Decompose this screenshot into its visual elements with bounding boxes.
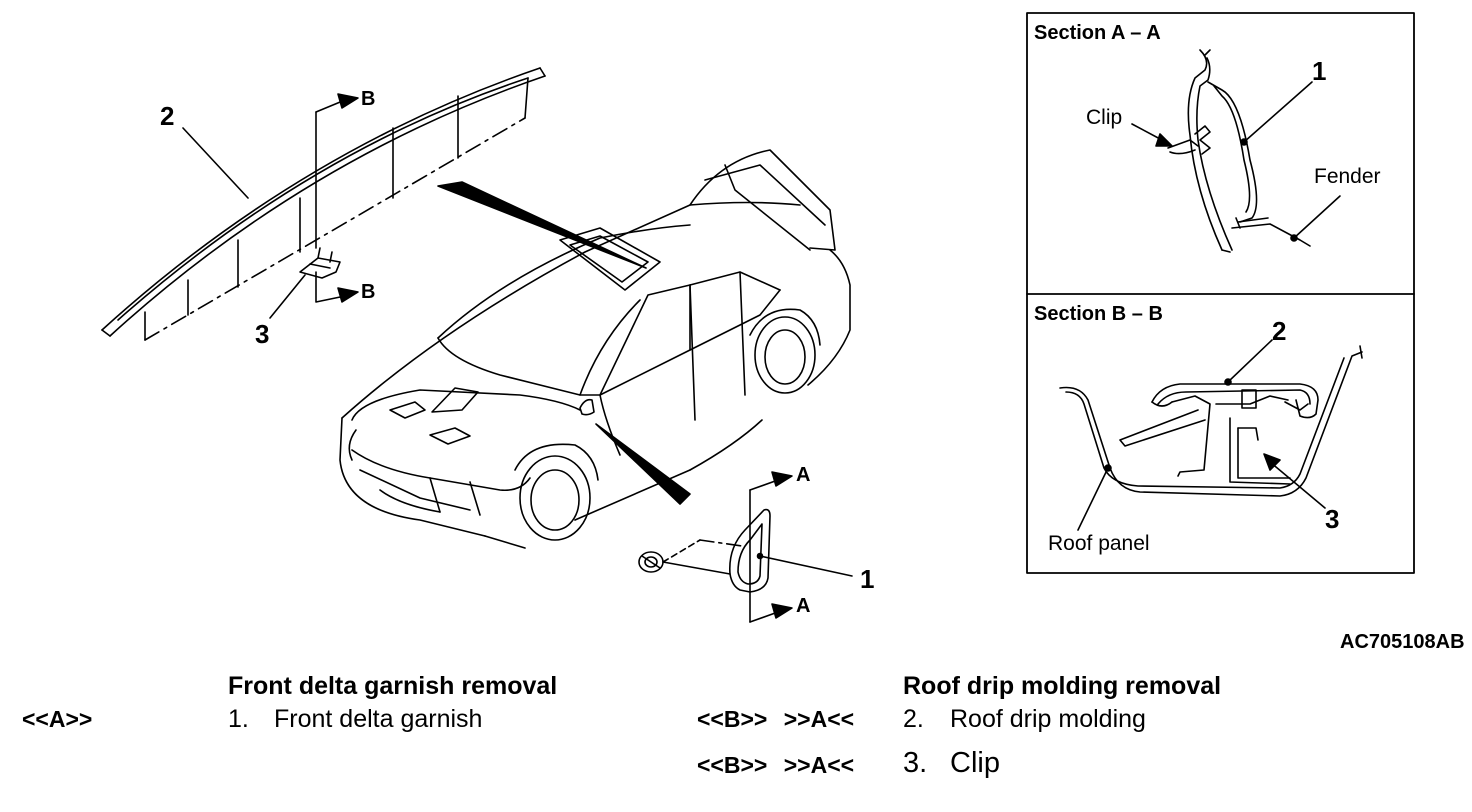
roof-drip-item-3-name: Clip (950, 747, 1000, 779)
section-a-markers (749, 471, 793, 623)
indicator-wedge-delta (595, 423, 691, 505)
figure-code: AC705108AB (1340, 631, 1465, 653)
section-inset-frame (1026, 12, 1415, 574)
section-b-markers (315, 93, 359, 303)
section-a-label-bottom: A (796, 595, 810, 617)
section-a-drawing (1131, 49, 1341, 253)
section-b-roof-panel-label: Roof panel (1048, 532, 1150, 555)
section-b-drawing (1059, 339, 1363, 531)
indicator-wedge-roof (437, 181, 647, 269)
front-delta-garnish (638, 508, 771, 593)
callout-1: 1 (860, 564, 874, 594)
front-delta-code: <<A>> (22, 706, 93, 732)
section-a-label-top: A (796, 464, 810, 486)
section-b-label-top: B (361, 88, 375, 110)
callout-3: 3 (255, 319, 269, 349)
roof-drip-item-2-name: Roof drip molding (950, 705, 1146, 733)
leader-lines (182, 127, 853, 577)
roof-drip-item-3-number: 3. (903, 747, 928, 779)
roof-drip-item-2-code: <<B>> >>A<< (697, 706, 855, 732)
roof-drip-heading: Roof drip molding removal (903, 672, 1222, 700)
roof-drip-item-2-number: 2. (903, 705, 924, 733)
section-b-callout-2: 2 (1272, 316, 1286, 346)
section-a-fender-label: Fender (1314, 165, 1381, 188)
section-b-callout-3: 3 (1325, 504, 1339, 534)
section-b-title: Section B – B (1034, 303, 1163, 325)
callout-2: 2 (160, 101, 174, 131)
section-a-clip-label: Clip (1086, 106, 1122, 129)
front-delta-item-number: 1. (228, 705, 249, 733)
section-b-label-bottom: B (361, 281, 375, 303)
roof-drip-item-3-code: <<B>> >>A<< (697, 752, 855, 778)
front-delta-heading: Front delta garnish removal (228, 672, 558, 700)
clip-part (299, 247, 341, 279)
car-illustration (339, 149, 851, 549)
section-a-callout-1: 1 (1312, 56, 1326, 86)
front-delta-item-name: Front delta garnish (274, 705, 483, 733)
section-a-title: Section A – A (1034, 22, 1161, 44)
